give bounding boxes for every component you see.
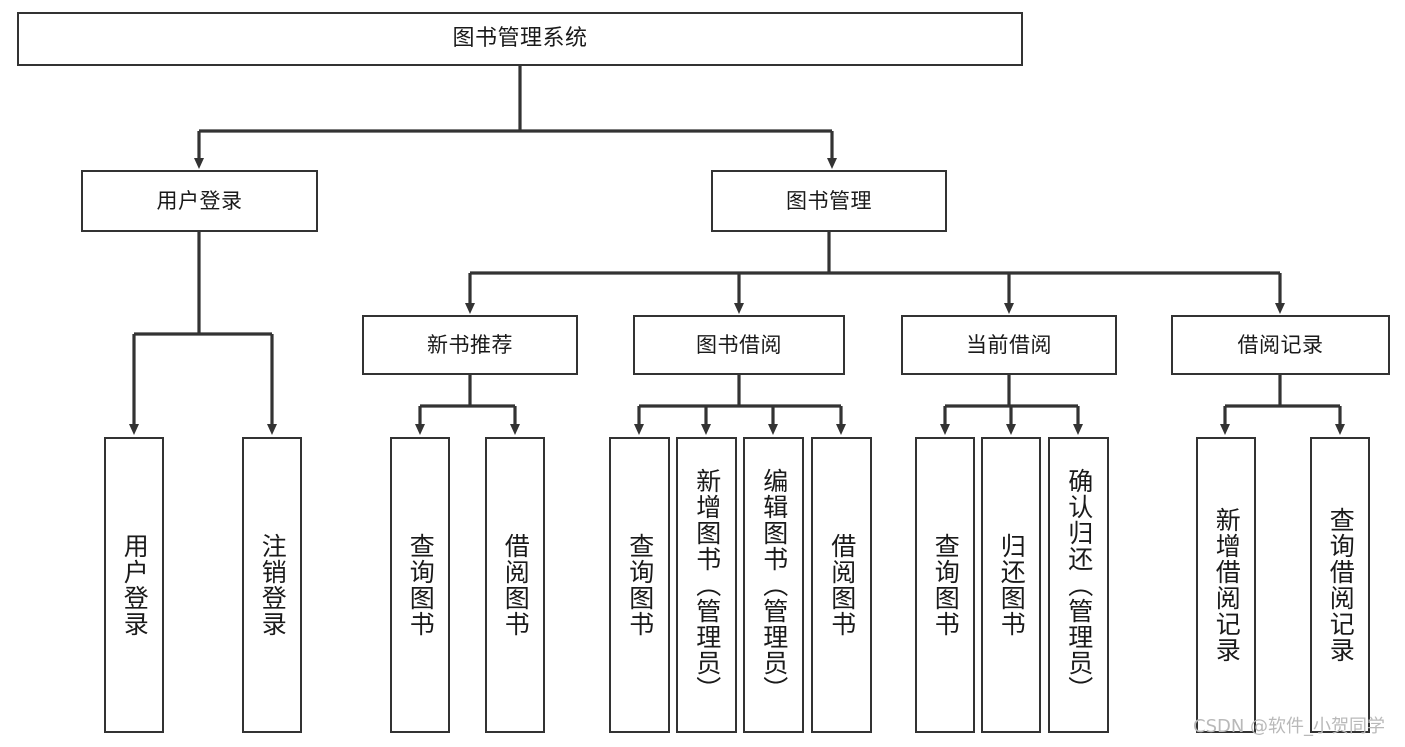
node-label: 当前借阅 <box>966 332 1052 357</box>
watermark-text: CSDN @软件_小贺同学 <box>1193 716 1386 737</box>
leaf-borrow-record-add[interactable]: 新增借阅记录 <box>1196 437 1256 733</box>
leaf-current-borrow-query[interactable]: 查询图书 <box>915 437 975 733</box>
node-borrow-record[interactable]: 借阅记录 <box>1171 315 1390 375</box>
node-label: 新增借阅记录 <box>1212 507 1242 663</box>
leaf-user-login-login[interactable]: 用户登录 <box>104 437 164 733</box>
leaf-new-book-borrow[interactable]: 借阅图书 <box>485 437 545 733</box>
leaf-book-borrow-add[interactable]: 新增图书（管理员） <box>676 437 737 733</box>
node-label: 图书借阅 <box>696 332 782 357</box>
leaf-current-borrow-return[interactable]: 归还图书 <box>981 437 1041 733</box>
node-label: 查询图书 <box>931 533 961 637</box>
leaf-user-login-logout[interactable]: 注销登录 <box>242 437 302 733</box>
leaf-current-borrow-confirm-return[interactable]: 确认归还（管理员） <box>1048 437 1109 733</box>
node-label: 借阅图书 <box>827 533 857 637</box>
leaf-borrow-record-query[interactable]: 查询借阅记录 <box>1310 437 1370 733</box>
leaf-book-borrow-edit[interactable]: 编辑图书（管理员） <box>743 437 804 733</box>
node-label: 图书管理 <box>786 188 872 213</box>
node-label: 注销登录 <box>258 533 288 637</box>
node-book-management[interactable]: 图书管理 <box>711 170 947 232</box>
node-label: 编辑图书（管理员） <box>759 468 789 702</box>
node-label: 查询图书 <box>625 533 655 637</box>
node-current-borrow[interactable]: 当前借阅 <box>901 315 1117 375</box>
node-label: 借阅图书 <box>501 533 531 637</box>
node-label: 图书管理系统 <box>452 26 588 52</box>
node-label: 借阅记录 <box>1237 332 1324 357</box>
leaf-book-borrow-borrow[interactable]: 借阅图书 <box>811 437 872 733</box>
node-label: 查询图书 <box>406 533 436 637</box>
node-new-book-recommend[interactable]: 新书推荐 <box>362 315 578 375</box>
node-label: 用户登录 <box>120 533 150 637</box>
node-label: 用户登录 <box>156 188 243 213</box>
node-label: 确认归还（管理员） <box>1064 468 1094 702</box>
node-label: 新书推荐 <box>427 332 513 357</box>
node-label: 查询借阅记录 <box>1326 507 1356 663</box>
node-root-system[interactable]: 图书管理系统 <box>17 12 1023 66</box>
node-book-borrow[interactable]: 图书借阅 <box>633 315 845 375</box>
leaf-new-book-query[interactable]: 查询图书 <box>390 437 450 733</box>
node-label: 新增图书（管理员） <box>692 468 722 702</box>
leaf-book-borrow-query[interactable]: 查询图书 <box>609 437 670 733</box>
node-user-login[interactable]: 用户登录 <box>81 170 318 232</box>
node-label: 归还图书 <box>997 533 1027 637</box>
